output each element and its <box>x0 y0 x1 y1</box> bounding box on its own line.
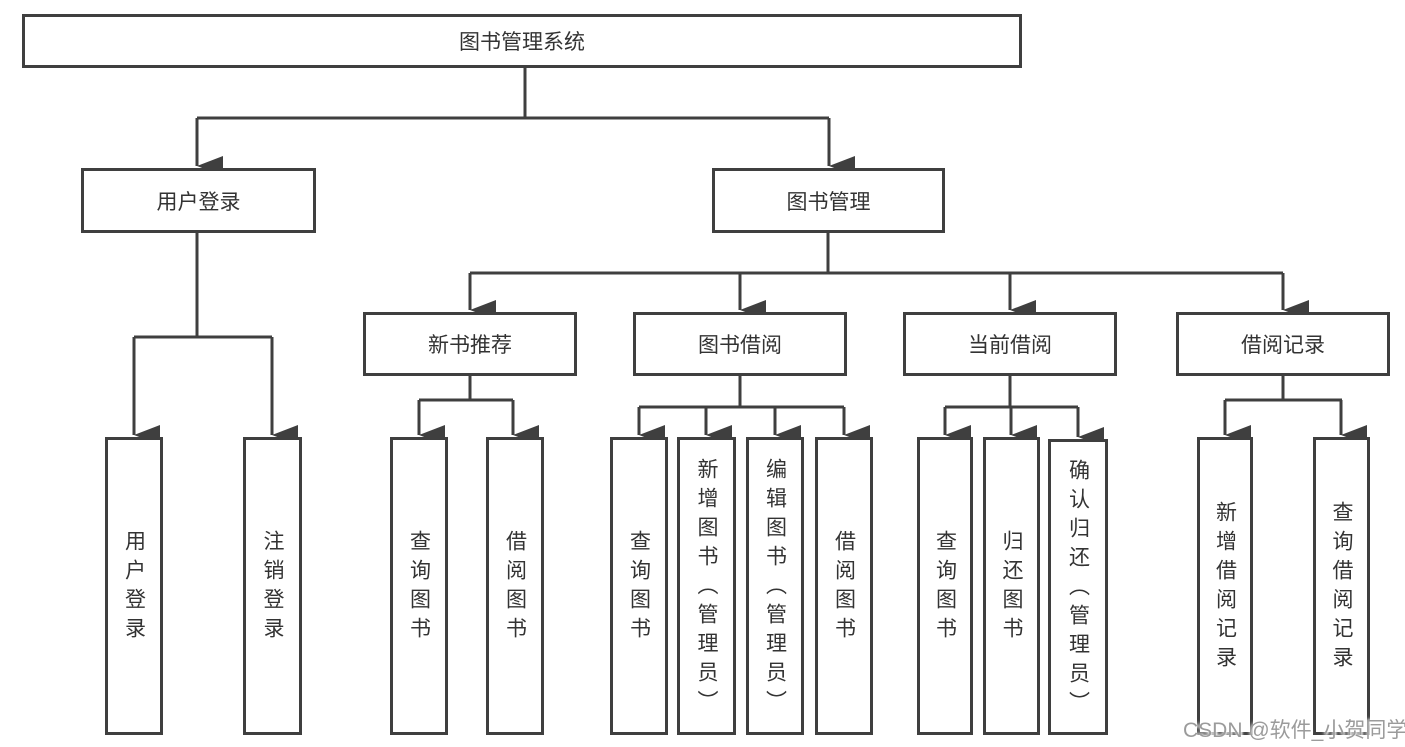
node-current-borrow: 当前借阅 <box>903 312 1117 376</box>
node-book-management: 图书管理 <box>712 168 945 233</box>
leaf-currentborrow-return-books: 归还图书 <box>983 437 1040 735</box>
leaf-user-login: 用户登录 <box>105 437 163 735</box>
node-user-login: 用户登录 <box>81 168 316 233</box>
node-library-management-system: 图书管理系统 <box>22 14 1022 68</box>
leaf-newbooks-borrow-books: 借阅图书 <box>486 437 544 735</box>
node-book-borrow: 图书借阅 <box>633 312 847 376</box>
node-borrow-records: 借阅记录 <box>1176 312 1390 376</box>
node-new-book-recommend: 新书推荐 <box>363 312 577 376</box>
leaf-bookborrow-borrow-books: 借阅图书 <box>815 437 873 735</box>
leaf-bookborrow-query-books: 查询图书 <box>610 437 668 735</box>
leaf-newbooks-query-books: 查询图书 <box>390 437 448 735</box>
leaf-bookborrow-add-books-admin: 新增图书（管理员） <box>677 437 736 735</box>
leaf-records-query-record: 查询借阅记录 <box>1313 437 1370 735</box>
leaf-logout: 注销登录 <box>243 437 302 735</box>
leaf-records-add-record: 新增借阅记录 <box>1197 437 1253 735</box>
csdn-watermark: CSDN @软件_小贺同学 <box>1183 719 1405 742</box>
leaf-currentborrow-confirm-return-admin: 确认归还（管理员） <box>1048 439 1108 735</box>
leaf-bookborrow-edit-books-admin: 编辑图书（管理员） <box>746 437 804 735</box>
leaf-currentborrow-query-books: 查询图书 <box>917 437 973 735</box>
